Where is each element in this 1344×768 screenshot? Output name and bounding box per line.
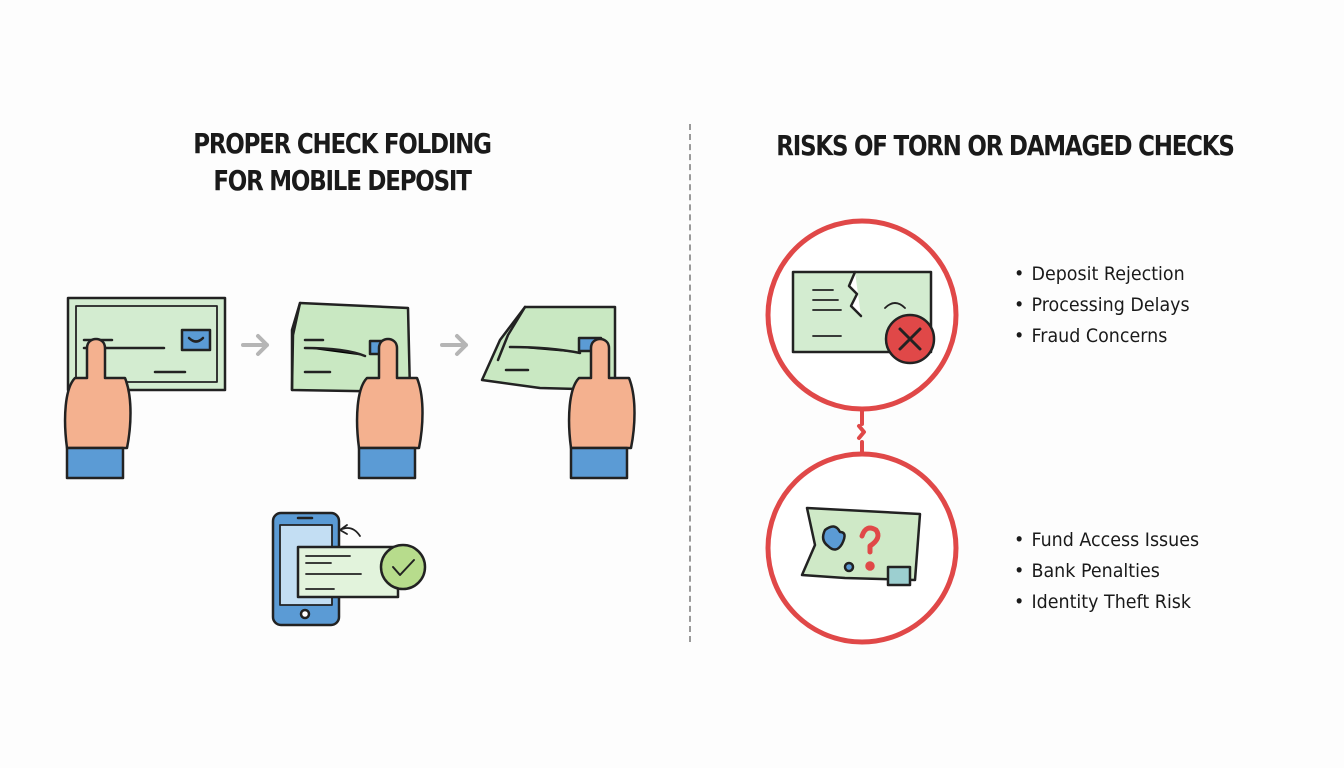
folded-check-icon [480,305,636,480]
folding-check-icon [290,301,424,480]
section-divider [689,124,691,642]
left-title-line1: PROPER CHECK FOLDING [193,127,492,160]
right-title: RISKS OF TORN OR DAMAGED CHECKS [776,129,1235,162]
arrow-right-icon [440,334,468,356]
torn-check-circle [765,218,959,412]
left-title: PROPER CHECK FOLDING FOR MOBILE DEPOSIT [137,125,547,199]
risk-item: Deposit Rejection [1014,259,1190,290]
risk-item: Processing Delays [1014,290,1189,321]
risk-connector [857,408,866,456]
top-risk-list: Deposit Rejection Processing Delays Frau… [1014,259,1205,352]
risk-item: Fund Access Issues [1014,525,1199,556]
arrow-right-icon [241,334,269,356]
left-title-line2: FOR MOBILE DEPOSIT [213,164,472,197]
bottom-risk-list: Fund Access Issues Bank Penalties Identi… [1014,525,1215,618]
mobile-deposit-icon [271,511,427,627]
risk-item: Fraud Concerns [1014,321,1190,352]
risk-item: Identity Theft Risk [1014,587,1199,618]
flat-check-icon [63,296,227,480]
risk-item: Bank Penalties [1014,556,1199,587]
damaged-check-circle [765,451,959,645]
